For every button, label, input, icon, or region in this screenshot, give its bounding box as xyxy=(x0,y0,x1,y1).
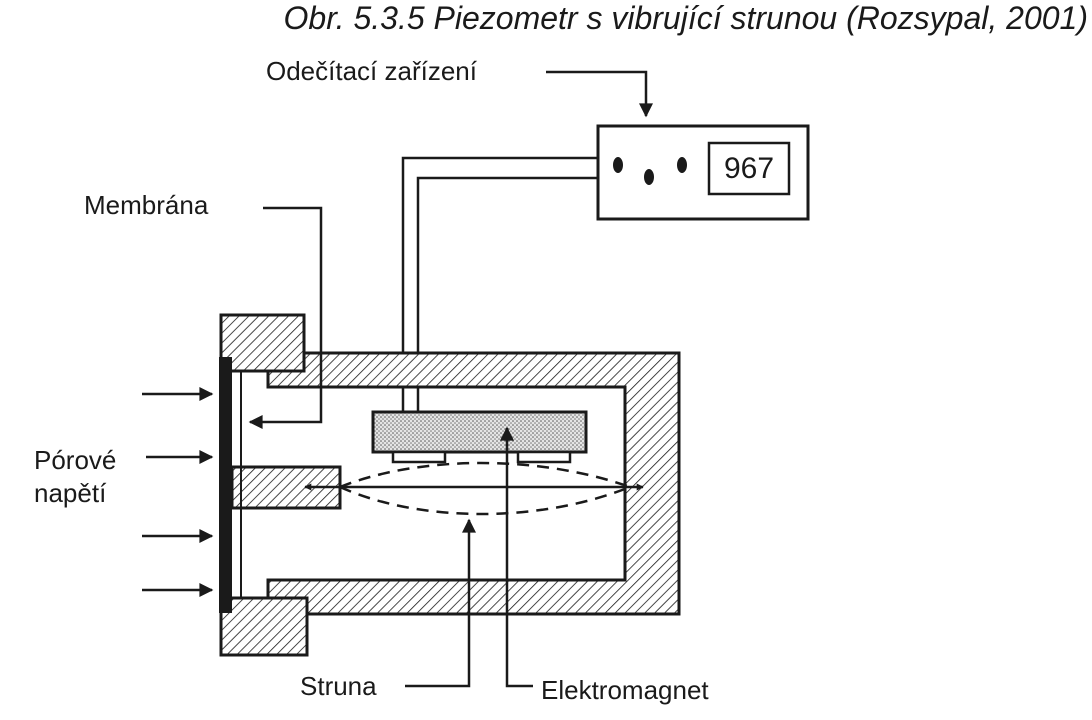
top-flange xyxy=(219,313,306,373)
display-value: 967 xyxy=(724,152,774,185)
readout-arrow xyxy=(546,70,653,118)
label-pore-pressure-line2: napětí xyxy=(34,478,107,508)
membrane xyxy=(219,357,232,613)
readout-device: 967 xyxy=(596,124,810,221)
membrane-leader xyxy=(248,206,323,429)
wire-leader xyxy=(405,518,476,688)
figure-title: Obr. 5.3.5 Piezometr s vibrující strunou… xyxy=(284,0,1088,36)
knob-icon xyxy=(677,157,687,173)
electromagnet-leader xyxy=(500,426,533,688)
pore-pressure-arrows xyxy=(142,387,214,597)
bottom-flange xyxy=(219,596,309,657)
knob-icon xyxy=(613,157,623,173)
cable xyxy=(401,156,598,412)
digital-display xyxy=(707,141,791,196)
label-pore-pressure: Pórové xyxy=(34,445,116,475)
vibrating-wire xyxy=(304,461,644,516)
label-wire: Struna xyxy=(300,671,377,701)
knob-icon xyxy=(644,169,654,185)
label-readout-device: Odečítací zařízení xyxy=(266,56,478,86)
label-membrane: Membrána xyxy=(84,190,209,220)
housing xyxy=(266,351,681,616)
electromagnet xyxy=(371,410,588,464)
label-electromagnet: Elektromagnet xyxy=(541,675,709,705)
